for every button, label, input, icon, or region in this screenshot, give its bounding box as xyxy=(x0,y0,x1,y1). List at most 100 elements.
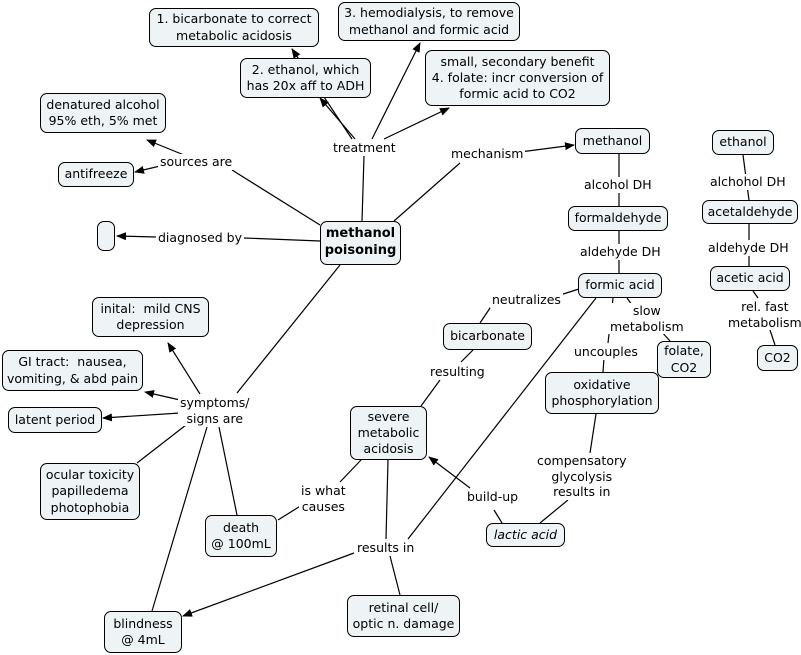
line-main-treatment xyxy=(361,155,365,222)
node-methanol-poisoning[interactable]: methanol poisoning xyxy=(320,221,401,265)
line-lactic-buildup xyxy=(493,509,503,524)
node-acetic-acid-label: acetic acid xyxy=(716,270,784,286)
line-neutralizes-bicarbonate xyxy=(479,304,493,324)
node-folate-co2-label: folate, CO2 xyxy=(664,343,704,375)
line-bicarb-resulting xyxy=(460,349,474,363)
label-compensatory-glycolysis: compensatory glycolysis results in xyxy=(535,453,629,500)
label-is-what-causes: is what causes xyxy=(299,483,348,515)
arrow-treatment-ethanol xyxy=(319,97,356,140)
arrow-sources-denatured xyxy=(146,139,185,156)
node-severe-acidosis-label: severe metabolic acidosis xyxy=(357,408,420,457)
node-formaldehyde[interactable]: formaldehyde xyxy=(568,206,668,231)
node-initial-cns-label: inital: mild CNS depression xyxy=(100,300,201,332)
arrow-symptoms-latent xyxy=(102,412,181,422)
label-resulting: resulting xyxy=(428,364,487,380)
node-bicarbonate-label: bicarbonate xyxy=(450,328,525,344)
node-gi-tract[interactable]: GI tract: nausea, vomiting, & abd pain xyxy=(2,350,143,391)
node-bicarbonate-correct[interactable]: 1. bicarbonate to correct metabolic acid… xyxy=(149,8,319,47)
node-retinal-damage-label: retinal cell/ optic n. damage xyxy=(352,599,455,631)
line-main-diagnosed xyxy=(243,237,321,242)
arrow-diagnosed-blank xyxy=(116,232,157,241)
node-acetaldehyde-label: acetaldehyde xyxy=(707,203,793,219)
line-main-symptoms xyxy=(236,264,341,394)
node-blindness-label: blindness @ 4mL xyxy=(113,615,173,647)
line-resulting-severe xyxy=(420,379,441,407)
label-mechanism: mechanism xyxy=(449,146,526,162)
line-formic-neutralizes xyxy=(559,288,580,296)
node-gi-tract-label: GI tract: nausea, vomiting, & abd pain xyxy=(6,354,139,386)
arrow-treatment-folate xyxy=(383,107,450,140)
node-methanol[interactable]: methanol xyxy=(575,128,650,154)
label-alchohol-dh: alchohol DH xyxy=(708,174,788,190)
node-folate-benefit[interactable]: small, secondary benefit 4. folate: incr… xyxy=(425,50,610,106)
node-folate-co2[interactable]: folate, CO2 xyxy=(657,341,711,378)
node-ethanol-adh[interactable]: 2. ethanol, which has 20x aff to ADH xyxy=(240,58,371,98)
line-whatcauses-death xyxy=(277,504,303,521)
node-oxidative-phosphorylation-label: oxidative phosphorylation xyxy=(551,376,653,408)
node-folate-benefit-label: small, secondary benefit 4. folate: incr… xyxy=(431,53,604,102)
node-lactic-acid[interactable]: lactic acid xyxy=(486,523,565,547)
arrow-sources-antifreeze xyxy=(134,165,161,174)
node-initial-cns[interactable]: inital: mild CNS depression xyxy=(92,297,209,337)
node-severe-acidosis[interactable]: severe metabolic acidosis xyxy=(350,406,427,460)
node-lactic-acid-label: lactic acid xyxy=(493,526,558,542)
node-ocular-toxicity[interactable]: ocular toxicity papilledema photophobia xyxy=(40,463,140,520)
arrow-treatment-hemodialysis xyxy=(371,42,421,140)
label-sources-are: sources are xyxy=(158,154,235,170)
node-ocular-toxicity-label: ocular toxicity papilledema photophobia xyxy=(45,467,135,515)
node-methanol-poisoning-label: methanol poisoning xyxy=(324,226,397,258)
node-hemodialysis[interactable]: 3. hemodialysis, to remove methanol and … xyxy=(338,2,520,41)
line-severe-whatcauses xyxy=(339,459,362,483)
node-formic-acid[interactable]: formic acid xyxy=(578,273,662,298)
node-co2-label: CO2 xyxy=(764,349,791,365)
line-comp-lactic xyxy=(539,499,569,524)
label-results-in: results in xyxy=(355,540,417,556)
arrow-resultsin-blindness xyxy=(182,552,355,617)
line-severe-resultsin xyxy=(385,459,389,540)
label-aldehyde-dh: aldehyde DH xyxy=(578,244,663,260)
label-alcohol-dh: alcohol DH xyxy=(582,177,654,193)
node-ethanol-adh-label: 2. ethanol, which has 20x aff to ADH xyxy=(246,61,365,93)
node-methanol-label: methanol xyxy=(582,132,643,148)
node-death[interactable]: death @ 100mL xyxy=(205,515,277,557)
line-symptoms-blindness xyxy=(151,426,208,612)
node-denatured-alcohol[interactable]: denatured alcohol 95% eth, 5% met xyxy=(40,93,166,133)
node-bicarbonate-correct-label: 1. bicarbonate to correct metabolic acid… xyxy=(156,11,312,43)
node-antifreeze-label: antifreeze xyxy=(64,166,128,182)
arrow-symptoms-gi xyxy=(144,390,181,401)
line-oxphos-comp xyxy=(589,413,597,454)
line-relfast-co2 xyxy=(769,329,776,346)
line-main-mechanism xyxy=(393,162,461,222)
node-formaldehyde-label: formaldehyde xyxy=(574,210,662,226)
node-death-label: death @ 100mL xyxy=(211,519,271,551)
label-uncouples: uncouples xyxy=(572,344,640,360)
arrow-symptoms-initial xyxy=(167,342,201,395)
node-blindness[interactable]: blindness @ 4mL xyxy=(104,611,182,653)
line-formic-resultsin xyxy=(407,297,597,540)
node-retinal-damage[interactable]: retinal cell/ optic n. damage xyxy=(347,595,460,637)
node-ethanol[interactable]: ethanol xyxy=(712,130,774,155)
node-acetaldehyde[interactable]: acetaldehyde xyxy=(702,200,798,224)
node-oxidative-phosphorylation[interactable]: oxidative phosphorylation xyxy=(545,372,659,414)
label-neutralizes: neutralizes xyxy=(490,292,563,308)
line-main-sources xyxy=(231,169,321,226)
line-acetic-relfast xyxy=(752,290,759,299)
label-treatment: treatment xyxy=(331,140,398,156)
node-bicarbonate[interactable]: bicarbonate xyxy=(443,323,532,350)
node-antifreeze[interactable]: antifreeze xyxy=(58,162,134,187)
node-denatured-alcohol-label: denatured alcohol 95% eth, 5% met xyxy=(46,96,160,128)
label-symptoms-signs: symptoms/ signs are xyxy=(178,395,252,427)
node-latent-period-label: latent period xyxy=(14,411,96,427)
line-symptoms-ocular xyxy=(136,424,187,464)
arrow-buildup-severe xyxy=(428,456,471,489)
node-formic-acid-label: formic acid xyxy=(585,277,655,293)
node-acetic-acid[interactable]: acetic acid xyxy=(710,266,790,291)
label-aldehyde-dh-2: aldehyde DH xyxy=(706,240,791,256)
label-slow-metabolism: slow metabolism xyxy=(608,303,686,335)
node-blank[interactable] xyxy=(97,221,115,251)
label-rel-fast-metabolism: rel. fast metabolism xyxy=(726,299,801,331)
node-co2[interactable]: CO2 xyxy=(757,345,798,371)
line-uncouples-oxphos xyxy=(602,357,605,373)
label-diagnosed-by: diagnosed by xyxy=(156,230,245,246)
node-latent-period[interactable]: latent period xyxy=(8,407,102,433)
